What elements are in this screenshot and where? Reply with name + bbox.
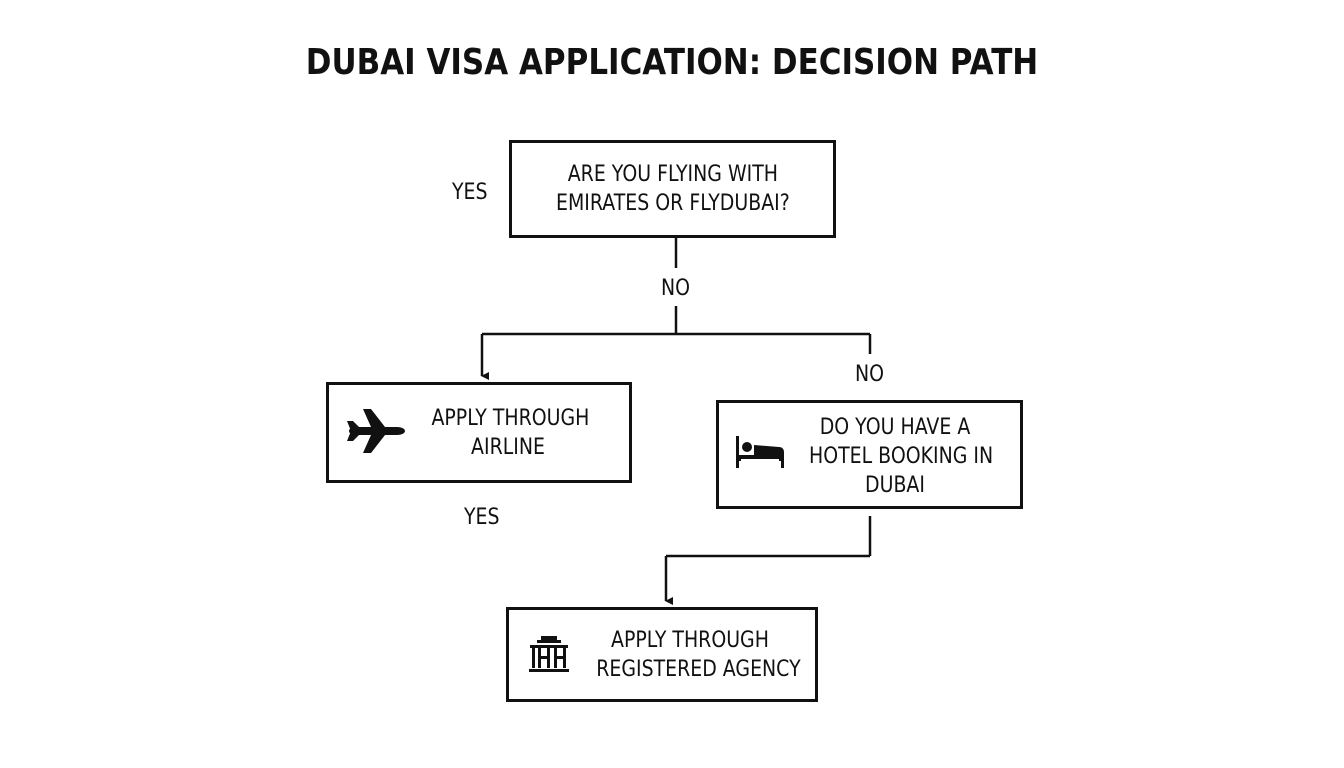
question-flying-emirates-box: ARE YOU FLYING WITH EMIRATES OR FLYDUBAI…: [509, 140, 836, 238]
question-hotel-booking-box: DO YOU HAVE A HOTEL BOOKING IN DUBAI: [716, 400, 1023, 509]
airline-line-2: AIRLINE: [471, 435, 545, 460]
hotel-line-2: HOTEL BOOKING IN: [809, 444, 994, 469]
apply-through-airline-text: APPLY THROUGH AIRLINE: [431, 404, 590, 462]
question-line-2: EMIRATES OR FLYDUBAI?: [555, 191, 790, 216]
airplane-icon: [347, 407, 405, 459]
edge-label-yes-top: YES: [452, 180, 488, 205]
agency-line-2: REGISTERED AGENCY: [596, 657, 801, 682]
hotel-line-3: DUBAI: [865, 473, 925, 498]
question-flying-emirates-text: ARE YOU FLYING WITH EMIRATES OR FLYDUBAI…: [556, 160, 790, 218]
bed-icon: [733, 433, 787, 473]
building-icon: [527, 634, 571, 680]
edge-label-no-middle: NO: [661, 276, 691, 301]
apply-through-agency-box: APPLY THROUGH REGISTERED AGENCY: [506, 607, 818, 702]
apply-through-airline-box: APPLY THROUGH AIRLINE: [326, 382, 632, 483]
agency-line-1: APPLY THROUGH: [611, 628, 769, 653]
edge-label-yes-bottom: YES: [464, 505, 500, 530]
apply-through-agency-text: APPLY THROUGH REGISTERED AGENCY: [596, 626, 801, 684]
hotel-line-1: DO YOU HAVE A: [819, 415, 971, 440]
airline-line-1: APPLY THROUGH: [431, 406, 590, 431]
page-title: DUBAI VISA APPLICATION: DECISION PATH: [305, 42, 1039, 83]
question-line-1: ARE YOU FLYING WITH: [567, 162, 778, 187]
question-hotel-booking-text: DO YOU HAVE A HOTEL BOOKING IN DUBAI: [809, 413, 994, 500]
edge-label-no-right: NO: [855, 362, 885, 387]
